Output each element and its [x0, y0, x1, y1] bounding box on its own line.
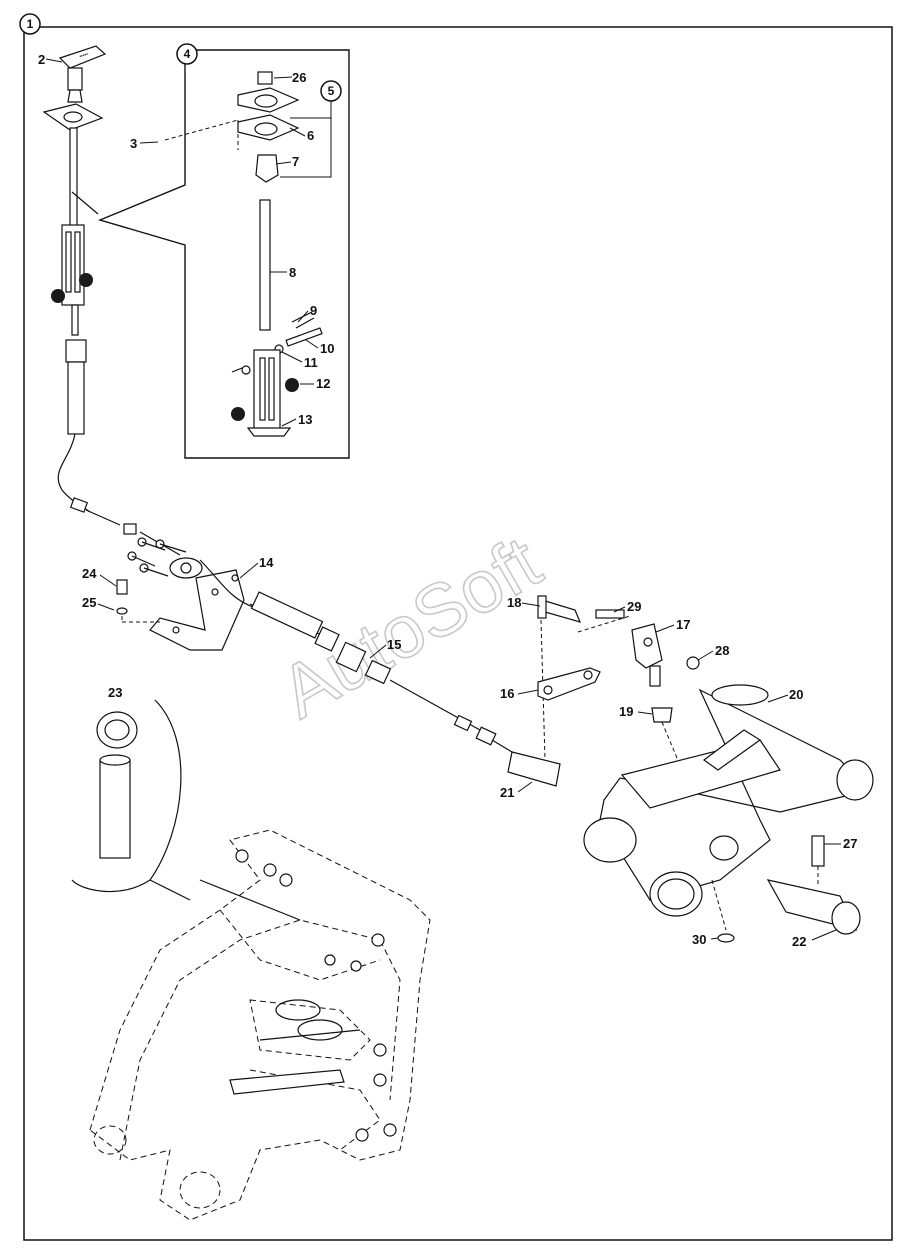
part-label-26: 26: [292, 70, 306, 85]
part-label-7: 7: [292, 154, 299, 169]
detail-inset: 4 5: [97, 43, 350, 459]
svg-text:▪▪▪▪▪: ▪▪▪▪▪: [79, 51, 89, 60]
part-label-6: 6: [307, 128, 314, 143]
part-label-10: 10: [320, 341, 334, 356]
bolt-washer: [116, 579, 128, 622]
part-label-15: 15: [387, 637, 401, 652]
part-label-29: 29: [627, 599, 641, 614]
part-label-2: 2: [38, 52, 45, 67]
part-label-27: 27: [843, 836, 857, 851]
part-label-8: 8: [289, 265, 296, 280]
part-label-23: 23: [108, 685, 122, 700]
leader-lines: [45, 58, 841, 941]
part-label-21: 21: [500, 785, 514, 800]
callout-main: 1: [19, 13, 41, 35]
hitch-housing: [89, 829, 431, 1221]
tow-pin: [71, 699, 191, 901]
part-labels: 2 3 26 6 7 8 9 10 11 12 13 14 24 25 18 2…: [38, 52, 857, 949]
diagram-frame: [23, 26, 893, 1241]
part-label-25: 25: [82, 595, 96, 610]
part-label-14: 14: [259, 555, 274, 570]
part-label-19: 19: [619, 704, 633, 719]
part-label-30: 30: [692, 932, 706, 947]
part-label-9: 9: [310, 303, 317, 318]
part-label-17: 17: [676, 617, 690, 632]
part-label-11: 11: [304, 355, 318, 370]
part-label-28: 28: [715, 643, 729, 658]
part-label-3: 3: [130, 136, 137, 151]
callout-subassembly-label: 5: [328, 84, 335, 98]
part-label-22: 22: [792, 934, 806, 949]
part-label-12: 12: [316, 376, 330, 391]
part-label-20: 20: [789, 687, 803, 702]
part-label-16: 16: [500, 686, 514, 701]
part-label-13: 13: [298, 412, 312, 427]
part-label-18: 18: [507, 595, 521, 610]
callout-main-label: 1: [27, 17, 34, 31]
control-lever-assembly: ▪▪▪▪▪: [42, 45, 107, 513]
hitch-plate-assembly: [583, 684, 874, 943]
callout-detail-label: 4: [184, 47, 191, 61]
part-label-24: 24: [82, 566, 97, 581]
cable-assembly: [69, 497, 561, 787]
linkage-parts: [537, 595, 700, 771]
